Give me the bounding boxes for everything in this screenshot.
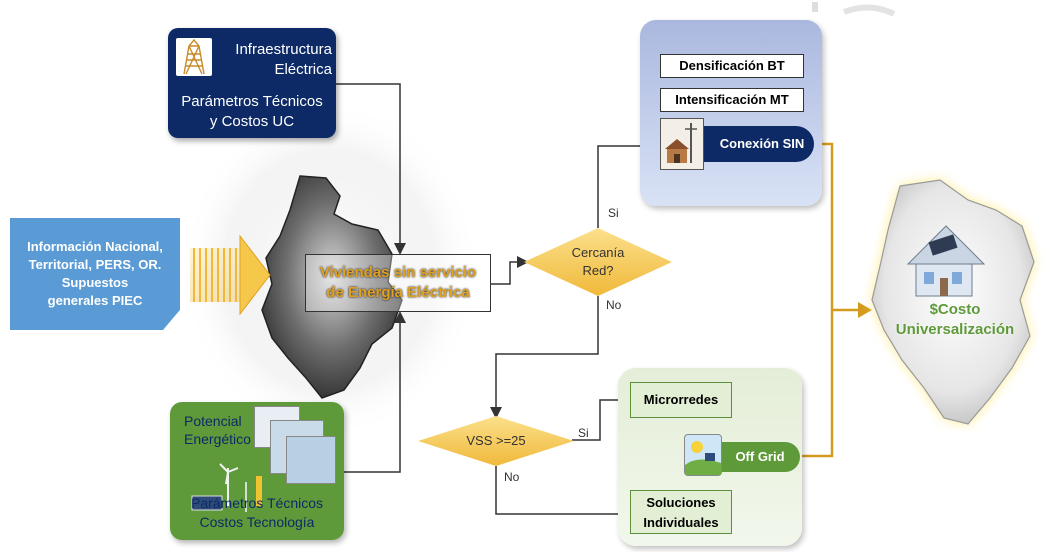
densificacion-label: Densificación BT (660, 54, 804, 78)
offgrid-box: Off Grid (684, 434, 800, 476)
viviendas-line1: Viviendas sin servicio (319, 264, 477, 281)
infraestructura-subtitle-line2: y Costos UC (209, 113, 295, 130)
informacion-line3: Supuestos (61, 275, 129, 290)
microrredes-label: Microrredes (630, 382, 732, 418)
vss-no-label: No (504, 470, 520, 484)
connector-no-soluciones (495, 466, 633, 520)
cercania-diamond (524, 228, 672, 296)
offgrid-label: Off Grid (735, 449, 785, 464)
connector-potencial (344, 311, 406, 473)
cercania-line2: Red? (582, 263, 614, 278)
conexion-sin-label: Conexión SIN (719, 136, 805, 151)
viviendas-line2: de Energía Eléctrica (326, 284, 470, 301)
arrowhead-gold (858, 302, 872, 318)
cercania-line1: Cercanía (571, 245, 625, 260)
vss-yes-label: Si (578, 426, 589, 440)
sin-panel: Densificación BT Intensificación MT Cone… (640, 20, 822, 206)
vss-diamond (418, 416, 574, 466)
wind-solar-icon (191, 463, 262, 512)
conexion-sin-box: Conexión SIN (660, 118, 814, 170)
transmission-tower-icon (176, 38, 212, 76)
potencial-title-line1: Potencial (184, 413, 242, 429)
cercania-label: Cercanía Red? (548, 244, 648, 280)
grid-house-icon (660, 118, 704, 170)
connector-si-microrredes (572, 394, 633, 441)
cercania-yes-label: Si (608, 206, 619, 220)
offgrid-panel: Microrredes Off Grid Soluciones Individu… (618, 368, 802, 546)
connector-viviendas-cercania (491, 256, 529, 285)
solar-landscape-icon (684, 434, 722, 476)
resultado-line2: Universalización (895, 321, 1015, 338)
potencial-subtitle-line2: Costos Tecnología (199, 514, 315, 530)
connector-si-sin (597, 140, 659, 228)
potencial-subtitle-line1: Parámetros Técnicos (190, 495, 323, 511)
soluciones-line2: Individuales (643, 515, 719, 530)
infraestructura-subtitle-line1: Parámetros Técnicos (181, 93, 323, 110)
informacion-line4: generales PIEC (47, 293, 143, 308)
vss-label: VSS >=25 (466, 433, 526, 448)
informacion-box: Información Nacional, Territorial, PERS,… (10, 218, 180, 330)
house-icon (906, 225, 986, 297)
intensificacion-label: Intensificación MT (660, 88, 804, 112)
connector-gold-sin (800, 142, 834, 458)
potencial-box: Potencial Energético Parámetros Técnicos… (170, 402, 344, 540)
result-map-shape (871, 179, 1035, 425)
resultado-line1: $Costo (929, 301, 981, 318)
cercania-no-label: No (606, 298, 622, 312)
map-thumbnail (286, 436, 336, 484)
infraestructura-title-line1: Infraestructura (235, 41, 332, 58)
infraestructura-title-line2: Eléctrica (274, 61, 332, 78)
infraestructura-box: Infraestructura Eléctrica Parámetros Téc… (168, 28, 336, 138)
decor-mark (812, 2, 818, 12)
resultado-label: $Costo Universalización (880, 300, 1030, 340)
informacion-line2: Territorial, PERS, OR. (28, 257, 162, 272)
input-arrow (190, 234, 271, 316)
viviendas-box: Viviendas sin servicio de Energía Eléctr… (305, 254, 491, 312)
soluciones-line1: Soluciones (646, 495, 716, 510)
informacion-line1: Información Nacional, (27, 239, 163, 254)
connector-no-vss (490, 296, 599, 419)
potencial-title-line2: Energético (184, 431, 251, 447)
connector-infra (336, 83, 406, 255)
soluciones-box: Soluciones Individuales (630, 490, 732, 534)
decor-arc (842, 4, 896, 17)
